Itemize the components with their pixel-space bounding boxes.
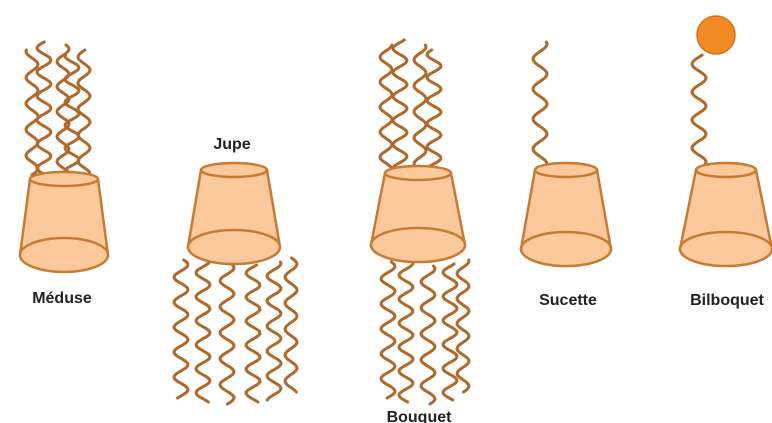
polymer-chain bbox=[692, 55, 706, 165]
cone-base-rim bbox=[521, 232, 611, 266]
polymer-chain bbox=[414, 45, 426, 180]
cone-top-rim bbox=[30, 172, 98, 186]
cone-base-rim bbox=[371, 228, 465, 262]
label-meduse: Méduse bbox=[32, 290, 92, 307]
cone-top-rim bbox=[535, 163, 597, 177]
polymer-chain bbox=[427, 50, 441, 178]
end-group-ball bbox=[697, 16, 735, 54]
cone-base-rim bbox=[680, 232, 772, 266]
polymer-chain bbox=[421, 266, 435, 404]
polymer-chain bbox=[457, 260, 469, 392]
polymer-chain bbox=[26, 50, 38, 175]
label-jupe: Jupe bbox=[213, 136, 250, 153]
label-sucette: Sucette bbox=[539, 292, 597, 309]
cone-base-rim bbox=[188, 230, 280, 264]
polymer-chain bbox=[220, 265, 234, 404]
meduse-figure bbox=[20, 42, 108, 272]
cone-top-rim bbox=[696, 163, 756, 177]
polymer-chain bbox=[285, 258, 297, 392]
polymer-chain bbox=[267, 262, 281, 400]
jupe-figure bbox=[174, 163, 297, 404]
polymer-chain bbox=[380, 45, 392, 175]
polymer-chain bbox=[196, 262, 210, 402]
polymer-chain bbox=[393, 40, 407, 180]
label-bilboquet: Bilboquet bbox=[690, 292, 764, 309]
polymer-chain bbox=[246, 265, 260, 402]
label-bouquet: Bouquet bbox=[387, 409, 453, 423]
cone-base-rim bbox=[20, 238, 108, 272]
polymer-chain bbox=[57, 45, 69, 178]
bouquet-figure bbox=[371, 40, 469, 404]
sucette-figure bbox=[521, 42, 611, 266]
polymer-chain bbox=[533, 42, 547, 170]
polymer-chain bbox=[399, 264, 413, 402]
polymer-chain bbox=[381, 262, 395, 398]
bilboquet-figure bbox=[680, 16, 772, 266]
polymer-chain bbox=[443, 264, 457, 400]
cone-top-rim bbox=[201, 163, 267, 177]
polymer-chain bbox=[174, 260, 188, 398]
cone-top-rim bbox=[385, 166, 451, 180]
polymer-chain bbox=[37, 42, 51, 180]
